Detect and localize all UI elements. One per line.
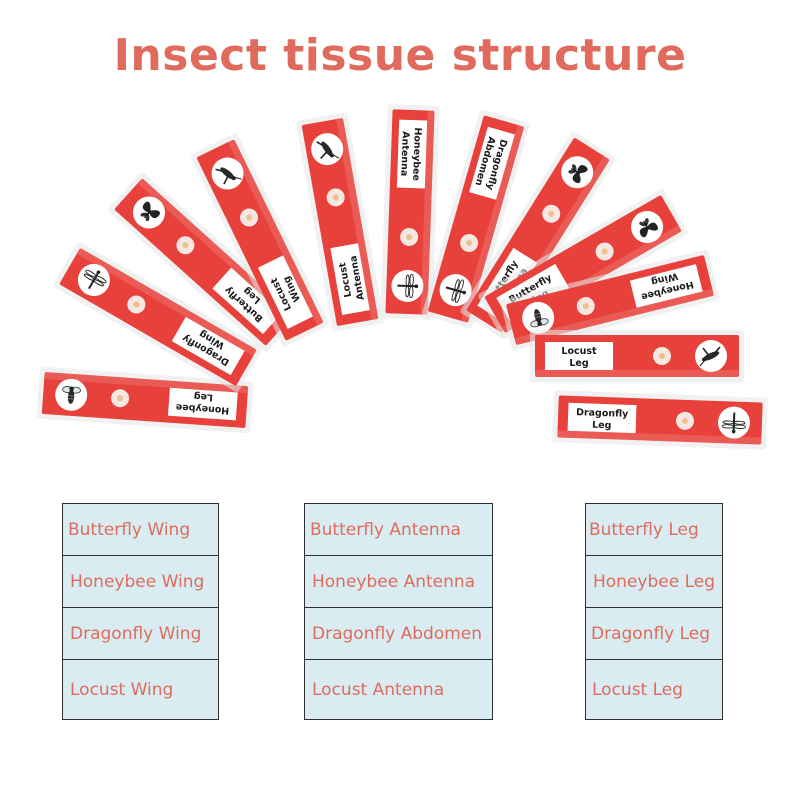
table-cell: Butterfly Antenna bbox=[305, 504, 492, 556]
table-cell: Honeybee Wing bbox=[63, 556, 218, 608]
wing-slides-table: Butterfly Wing Honeybee Wing Dragonfly W… bbox=[62, 503, 219, 720]
antenna-slides-table: Butterfly Antenna Honeybee Antenna Drago… bbox=[304, 503, 493, 720]
table-cell: Locust Antenna bbox=[312, 679, 445, 700]
slide-label-line: Honeybee bbox=[410, 127, 423, 181]
table-cell: Honeybee Antenna bbox=[305, 556, 492, 608]
slide-label-line: Antenna bbox=[398, 131, 411, 176]
slide-label-line: Dragonfly bbox=[576, 407, 629, 420]
table-cell: Honeybee Leg bbox=[586, 556, 722, 608]
table-cell: Butterfly Leg bbox=[586, 504, 722, 556]
table-cell: Locust Leg bbox=[592, 679, 684, 700]
table-cell: Butterfly Wing bbox=[63, 504, 218, 556]
slide-label-line: Locust bbox=[561, 346, 597, 357]
table-cell: Dragonfly Abdomen bbox=[305, 608, 492, 660]
slide-label-line: Leg bbox=[569, 358, 588, 369]
leg-slides-table: Butterfly Leg Honeybee Leg Dragonfly Leg… bbox=[585, 503, 723, 720]
table-cell: Dragonfly Wing bbox=[63, 608, 218, 660]
slide-label-line: Honeybee bbox=[175, 401, 229, 416]
page-title: Insect tissue structure bbox=[113, 30, 687, 81]
slide-label-line: Leg bbox=[193, 390, 213, 402]
slide-label-line: Leg bbox=[592, 420, 612, 432]
table-cell: Locust Wing bbox=[70, 679, 174, 700]
table-cell: Dragonfly Leg bbox=[586, 608, 722, 660]
